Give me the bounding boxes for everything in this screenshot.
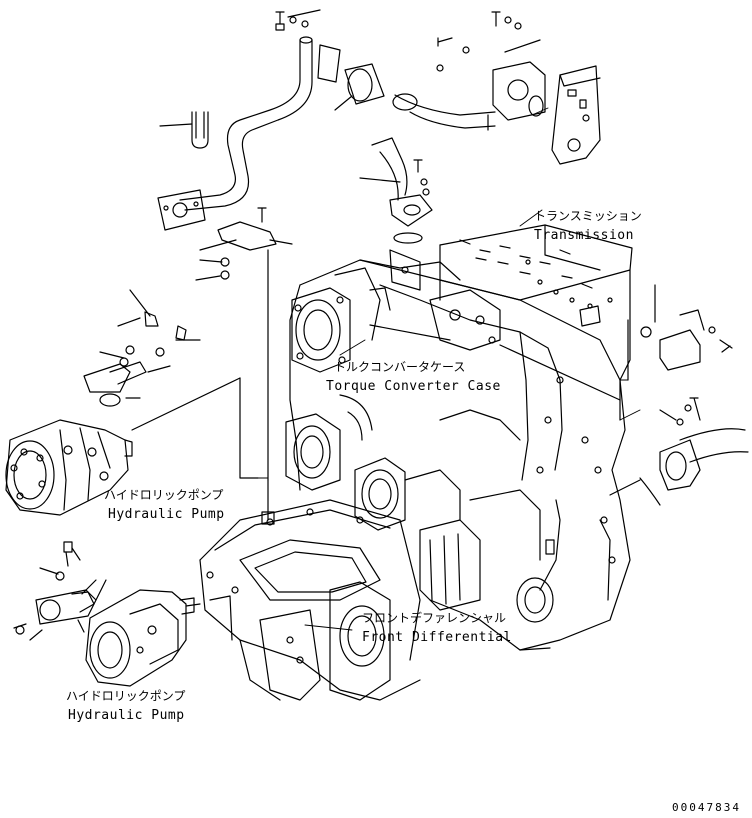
transmission-label-en: Transmission [534,228,634,243]
hydraulic-pump-2 [85,589,201,687]
valve-flange [487,61,546,131]
pump-fittings-lower [13,541,107,641]
upper-oil-pipe [179,36,341,211]
bolt-group-top-left [275,9,321,31]
case-mount-plate [369,249,621,401]
right-lower-pipe [609,397,749,506]
u-clip [159,111,209,149]
hydraulic-pump-1-label-jp: ハイドロリックポンプ [104,488,224,502]
bolt-group-top-center [436,11,541,72]
front-differential-housing [199,479,551,701]
main-case-body [289,259,631,651]
converter-lower-flange [354,457,481,611]
pipe-bracket [195,207,293,481]
valve-block [551,65,601,165]
hydraulic-pump-1 [5,377,259,516]
hydraulic-pump-2-label-jp: ハイドロリックポンプ [66,689,186,703]
leader-lines [257,107,641,631]
hydraulic-pump-2-label-en: Hydraulic Pump [68,708,185,723]
gasket-ring [393,232,423,244]
elbow-pipe-center [359,137,433,227]
front-differential-label-jp: フロントデファレンシャル [362,611,507,625]
pump-fittings-upper [83,289,201,407]
hydraulic-pump-1-label-en: Hydraulic Pump [108,507,225,522]
right-side-fitting [627,284,733,381]
converter-upper-flange [291,267,391,373]
flange-plate-left [157,189,206,231]
front-differential-label-en: Front Differential [362,630,512,645]
hose-and-clamp [334,63,496,129]
transmission-label-jp: トランスミッション [534,209,642,223]
converter-mid-flange [285,394,373,491]
torque-converter-label-en: Torque Converter Case [326,379,501,394]
torque-converter-label-jp: トルクコンバータケース [334,360,466,374]
document-number: 00047834 [672,801,741,814]
